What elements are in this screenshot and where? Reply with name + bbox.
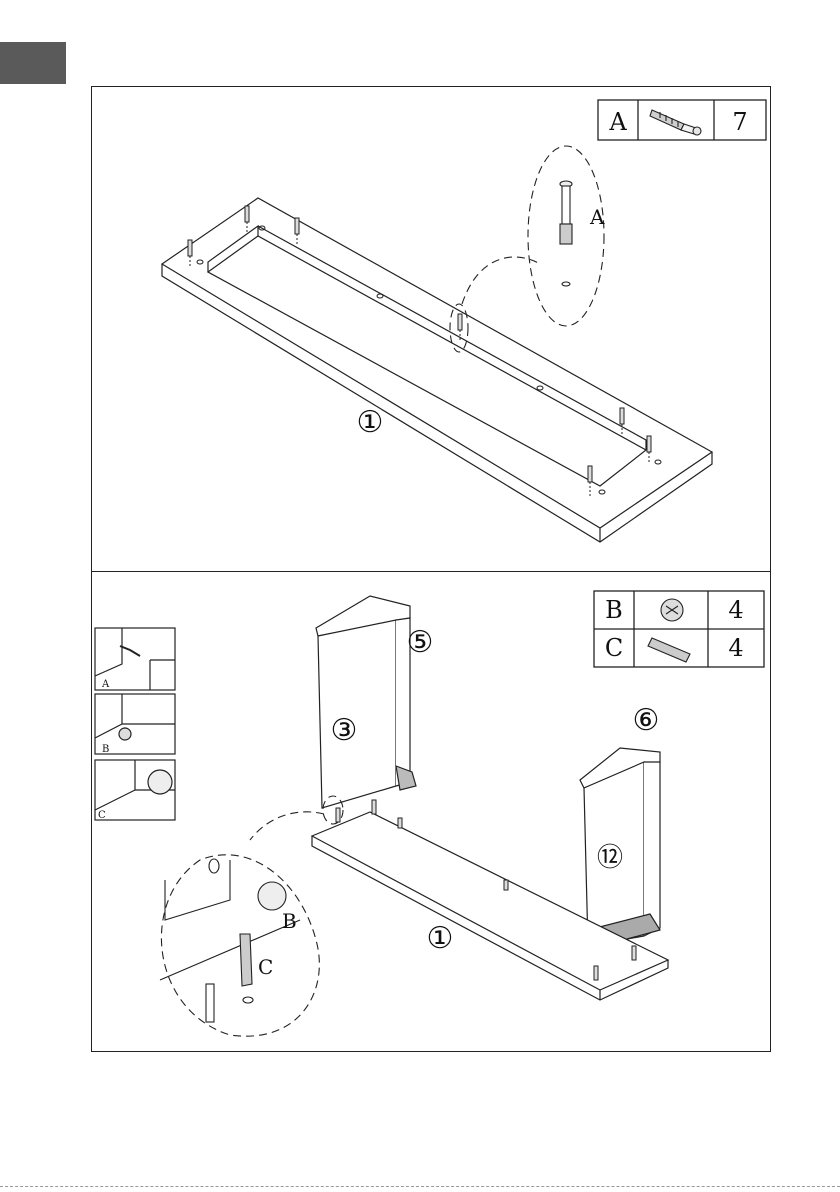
dowel-callout-label: C xyxy=(258,955,273,979)
step2-part-c-code: C xyxy=(605,634,623,662)
step2-callout-bubble xyxy=(161,796,343,1036)
step1-part-code: A xyxy=(608,108,627,136)
panel-number-base: ① xyxy=(427,921,454,956)
step1-part-qty: 7 xyxy=(732,108,747,136)
panel-number-right-top: ⑥ xyxy=(633,703,660,738)
wooden-dowel-icon xyxy=(648,638,690,662)
cam-bolt-icon xyxy=(650,110,701,135)
step1-callout-label: A xyxy=(589,205,605,229)
detail-step-a: A xyxy=(101,679,110,690)
base-panel-drawing xyxy=(162,198,712,542)
detail-steps xyxy=(95,628,175,820)
cam-lock-icon xyxy=(661,599,683,621)
step2-part-c-qty: 4 xyxy=(728,634,743,662)
step2-part-b-code: B xyxy=(605,596,623,624)
panel-number-right-side: ⑫ xyxy=(597,843,623,873)
cam-bolt-detail xyxy=(560,181,572,286)
panel-number-left-top: ⑤ xyxy=(407,625,434,660)
cam-callout-label: B xyxy=(282,909,297,933)
left-side-panel-drawing xyxy=(316,596,416,808)
step2-part-b-qty: 4 xyxy=(728,596,743,624)
detail-step-c: C xyxy=(98,810,106,821)
step1-panel-number: ① xyxy=(357,405,384,440)
panel-number-left-side: ③ xyxy=(331,713,358,748)
detail-step-b: B xyxy=(102,744,109,755)
cam-dowel-detail xyxy=(160,859,300,1022)
